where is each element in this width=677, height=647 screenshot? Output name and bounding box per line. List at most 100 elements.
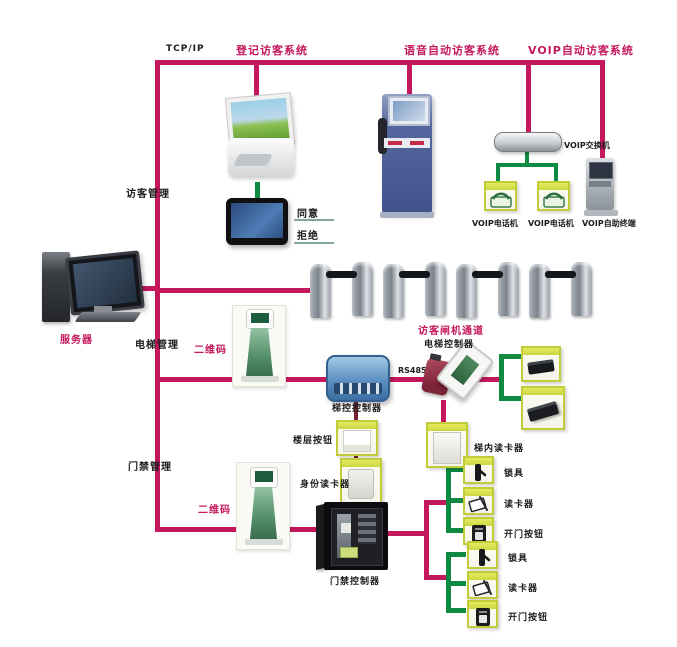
access-split-bottom-arm [424, 575, 448, 580]
door1-button-label: 开门按钮 [504, 530, 545, 540]
voice-kiosk-panel-mark-left [388, 141, 402, 145]
door1-reader-box [463, 487, 494, 515]
voice-kiosk-screen [388, 96, 430, 126]
door2-button-box [467, 600, 498, 628]
turnstile-gate [310, 262, 374, 320]
door2-button-label: 开门按钮 [508, 613, 549, 623]
lock-icon [474, 548, 492, 568]
approve-underline [294, 219, 334, 221]
drop-voip-terminal-line [600, 65, 605, 158]
registration-system-title: 登记访客系统 [236, 44, 308, 57]
controller-floorbutton-link [354, 400, 358, 422]
cabinet-inner-panel [331, 508, 383, 566]
floor-button-box [336, 420, 378, 456]
approve-label: 同意 [297, 209, 319, 220]
floor-button-label: 楼层按钮 [293, 436, 334, 446]
turnstile-post [352, 262, 373, 316]
elevator-qr-kiosk-label: 二维码 [194, 345, 227, 356]
elevator-controller-label: 电梯控制器 [424, 340, 475, 350]
adapter-plug-pins [429, 353, 442, 362]
elevator-reader-top-box [521, 346, 561, 382]
registration-terminal-tray [233, 154, 273, 166]
cabin-reader-label: 梯内读卡器 [474, 444, 525, 454]
cabin-reader-device [433, 432, 461, 464]
card-reader-icon [471, 578, 495, 598]
card-reader-icon [467, 494, 491, 514]
controller-reader-segment-line [478, 377, 502, 382]
turnstile-post [529, 264, 550, 318]
cabinet-out-line [388, 531, 428, 536]
approval-tablet [226, 198, 288, 245]
elevator-branch-label: 电梯管理 [135, 340, 179, 351]
door-group1-arm2 [446, 498, 463, 503]
door-group1-arm1 [446, 467, 463, 472]
reject-underline [294, 242, 334, 244]
voice-kiosk-panel-mark-right [410, 141, 424, 145]
voip-system-title: VOIP自动访客系统 [528, 44, 634, 57]
kiosk-screen [251, 313, 269, 323]
rs485-label: RS485 [398, 366, 427, 375]
kiosk-screen-head [250, 467, 278, 488]
lock-icon [470, 463, 488, 483]
access-split-top-arm [424, 500, 448, 505]
drop-registration-line [254, 65, 259, 98]
kiosk-body [246, 328, 273, 376]
voip-switch-label: VOIP交换机 [564, 141, 610, 150]
elevator-master-controller [326, 355, 390, 402]
server-label: 服务器 [60, 335, 93, 346]
access-branch-label: 门禁管理 [128, 462, 172, 473]
phone-icon [542, 190, 566, 208]
voip-phone-right-drop [554, 163, 558, 182]
registration-terminal [220, 92, 300, 182]
voip-terminal-keypad [589, 181, 611, 187]
door2-reader-label: 读卡器 [508, 584, 539, 594]
door1-lock-box [463, 456, 494, 484]
voip-phone-left-label: VOIP电话机 [472, 219, 518, 228]
drop-voice-kiosk-line [407, 65, 412, 98]
card-reader-device [527, 359, 555, 375]
main-trunk-line [155, 60, 160, 532]
voice-kiosk-panel [384, 138, 430, 148]
elevator-readers-arm-bottom [499, 396, 523, 401]
top-bus-line [155, 60, 605, 65]
door-button-icon [475, 607, 491, 627]
turnstile-arm [545, 271, 576, 278]
voice-visitor-kiosk [378, 92, 436, 218]
id-reader-label: 身份读卡器 [300, 480, 351, 490]
voice-kiosk-base [380, 212, 434, 218]
controller-port-strip [334, 383, 382, 394]
door2-lock-label: 锁具 [508, 554, 529, 564]
turnstile-row [310, 262, 602, 322]
turnstile-post [383, 264, 404, 318]
turnstile-arm [472, 271, 503, 278]
registration-approve-link [255, 182, 260, 202]
cabinet-qr-module [341, 523, 351, 533]
access-qr-kiosk-label: 二维码 [198, 505, 231, 516]
cabinet-body [324, 502, 388, 570]
voip-terminal-base [584, 210, 618, 216]
turnstile-arm [399, 271, 430, 278]
door-group2-arm3 [446, 608, 466, 613]
protocol-label: TCP/IP [166, 44, 205, 54]
cabinet-relay-strip [358, 514, 376, 544]
access-controller-label: 门禁控制器 [330, 577, 381, 587]
drop-voip-switch-line [526, 65, 531, 133]
turnstile-gate [529, 262, 593, 320]
cabin-reader-drop-line [441, 400, 446, 424]
rs485-segment-line [388, 377, 428, 382]
kiosk-screen [255, 471, 273, 482]
door2-lock-box [467, 541, 498, 569]
voip-phone-left-box [484, 181, 517, 211]
card-reader-device [526, 400, 560, 422]
gate-channel-label: 访客闸机通道 [418, 326, 484, 337]
elevator-qr-kiosk [232, 305, 286, 387]
door1-lock-label: 锁具 [504, 469, 525, 479]
door-group2-arm2 [446, 581, 466, 586]
elevator-reader-bottom-box [521, 386, 565, 430]
voip-phone-right-box [537, 181, 570, 211]
kiosk-base [241, 376, 279, 382]
elevator-readers-bracket [499, 354, 504, 401]
voip-terminal-screen [589, 162, 613, 179]
kiosk-base [245, 539, 283, 545]
